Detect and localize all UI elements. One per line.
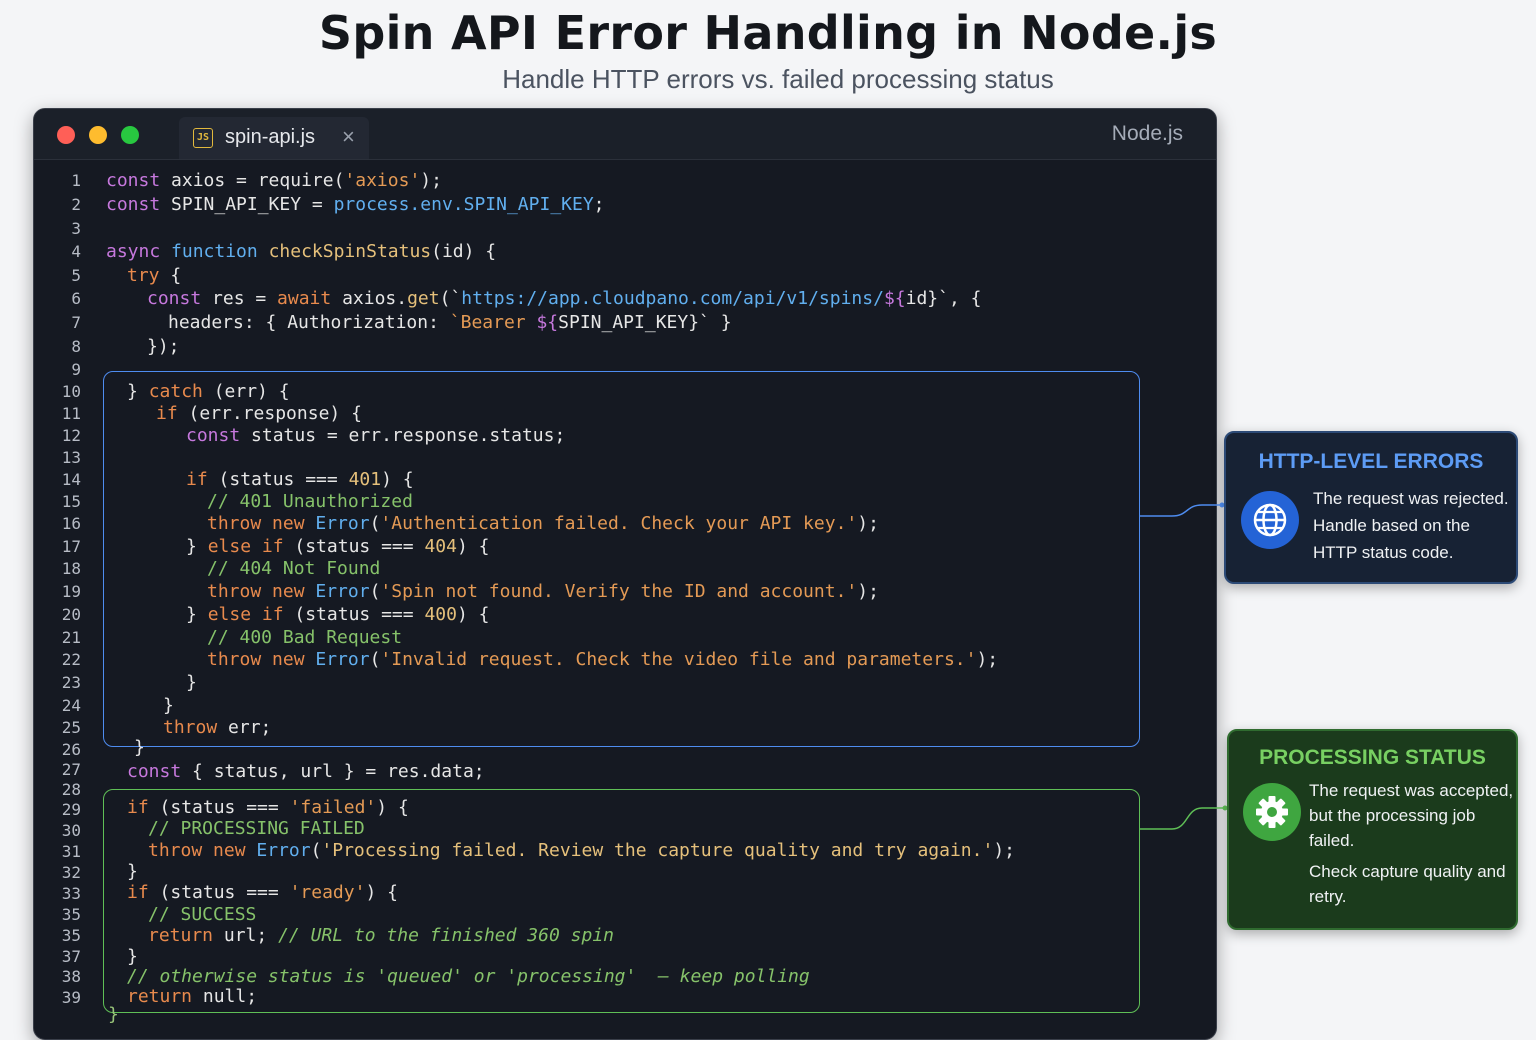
line-number: 32	[61, 863, 81, 882]
code-line: } else if (status === 404) {	[186, 536, 490, 557]
line-number: 18	[61, 559, 81, 578]
code-line: const res = await axios.get(`https://app…	[147, 288, 982, 309]
close-tab-icon[interactable]: ×	[342, 124, 355, 149]
code-line: } catch (err) {	[127, 381, 290, 402]
globe-icon	[1241, 491, 1299, 549]
card-action-text: Check capture quality and retry.	[1309, 862, 1506, 906]
code-line: const status = err.response.status;	[186, 425, 566, 446]
code-editor-window: JS spin-api.js × Node.js 1 2 3 4 5 6 7 8…	[33, 108, 1217, 1040]
code-line: // 404 Not Found	[207, 558, 381, 579]
code-line: });	[147, 336, 180, 357]
line-number: 20	[61, 605, 81, 624]
code-line: }	[186, 672, 197, 693]
line-number: 21	[61, 628, 81, 647]
code-line: if (status === 401) {	[186, 469, 414, 490]
processing-status-highlight	[103, 789, 1140, 1013]
line-number: 1	[71, 171, 81, 190]
language-label: Node.js	[1111, 122, 1183, 145]
line-number: 19	[61, 582, 81, 601]
line-number: 37	[61, 947, 81, 966]
code-line: const { status, url } = res.data;	[127, 761, 485, 782]
code-line: // 401 Unauthorized	[207, 491, 413, 512]
processing-status-card: PROCESSING STATUS The request was accept…	[1227, 729, 1518, 930]
maximize-window-button[interactable]	[121, 126, 139, 144]
code-line: }	[163, 695, 174, 716]
code-line: const SPIN_API_KEY = process.env.SPIN_AP…	[106, 194, 605, 215]
page-subtitle: Handle HTTP errors vs. failed processing…	[502, 64, 1054, 94]
code-line: headers: { Authorization: `Bearer ${SPIN…	[168, 312, 732, 333]
code-line: if (status === 'failed') {	[127, 797, 409, 818]
line-number: 7	[71, 313, 81, 332]
editor-titlebar: JS spin-api.js × Node.js	[34, 109, 1216, 160]
line-number: 33	[61, 884, 81, 903]
line-number: 17	[61, 537, 81, 556]
card-title: HTTP-LEVEL ERRORS	[1258, 450, 1484, 473]
line-number: 24	[61, 696, 81, 715]
code-line: throw new Error('Processing failed. Revi…	[148, 840, 1015, 861]
line-number: 6	[71, 289, 81, 308]
line-number: 5	[71, 266, 81, 285]
line-number: 35	[61, 926, 81, 945]
line-number: 10	[61, 382, 81, 401]
line-number: 35	[61, 905, 81, 924]
line-number: 25	[61, 718, 81, 737]
line-number: 13	[61, 448, 81, 467]
code-line: // PROCESSING FAILED	[148, 818, 365, 839]
gear-icon	[1243, 783, 1301, 841]
line-number: 9	[71, 360, 81, 379]
code-line: }	[127, 861, 138, 882]
code-line: }	[127, 946, 138, 967]
code-line: // otherwise status is 'queued' or 'proc…	[127, 966, 810, 987]
card-description: The request was rejected. Handle based o…	[1313, 489, 1509, 562]
line-number: 2	[71, 195, 81, 214]
card-title: PROCESSING STATUS	[1259, 746, 1486, 769]
line-number: 26	[61, 740, 81, 759]
line-number: 31	[61, 842, 81, 861]
line-number: 12	[61, 426, 81, 445]
close-window-button[interactable]	[57, 126, 75, 144]
line-number: 29	[61, 800, 81, 819]
code-line: throw new Error('Spin not found. Verify …	[207, 581, 879, 602]
http-level-errors-card: HTTP-LEVEL ERRORS The request was reject…	[1224, 431, 1518, 584]
line-number: 28	[61, 780, 81, 799]
code-line: return url; // URL to the finished 360 s…	[148, 925, 615, 946]
line-number: 8	[71, 337, 81, 356]
code-line: try {	[127, 265, 182, 286]
code-line: async function checkSpinStatus(id) {	[106, 241, 497, 262]
js-file-icon: JS	[193, 128, 213, 148]
line-number: 30	[61, 821, 81, 840]
page-title: Spin API Error Handling in Node.js	[318, 6, 1218, 60]
line-number: 4	[71, 242, 81, 261]
code-line: } else if (status === 400) {	[186, 604, 490, 625]
code-line: }	[108, 1004, 119, 1025]
line-number: 23	[61, 673, 81, 692]
line-number: 14	[61, 470, 81, 489]
tab-spin-api-js[interactable]: JS spin-api.js ×	[179, 117, 369, 159]
code-line: throw new Error('Invalid request. Check …	[207, 649, 999, 670]
code-line: if (status === 'ready') {	[127, 882, 398, 903]
line-number: 3	[71, 219, 81, 238]
card-description: The request was accepted, but the proces…	[1309, 781, 1514, 850]
line-number: 22	[61, 650, 81, 669]
line-number: 39	[61, 988, 81, 1007]
code-line: throw err;	[163, 717, 272, 738]
line-number: 11	[61, 404, 81, 423]
line-number: 38	[61, 967, 81, 986]
code-line: if (err.response) {	[156, 403, 362, 424]
line-number: 15	[61, 492, 81, 511]
code-line: return null;	[127, 986, 258, 1007]
code-line: }	[134, 737, 145, 758]
line-number: 16	[61, 514, 81, 533]
code-line: // SUCCESS	[148, 904, 257, 925]
http-errors-highlight	[103, 371, 1140, 747]
code-line: // 400 Bad Request	[207, 627, 403, 648]
code-line: throw new Error('Authentication failed. …	[207, 513, 879, 534]
minimize-window-button[interactable]	[89, 126, 107, 144]
line-number: 27	[61, 760, 81, 779]
tab-label: spin-api.js	[225, 126, 316, 148]
code-line: const axios = require('axios');	[106, 170, 442, 191]
